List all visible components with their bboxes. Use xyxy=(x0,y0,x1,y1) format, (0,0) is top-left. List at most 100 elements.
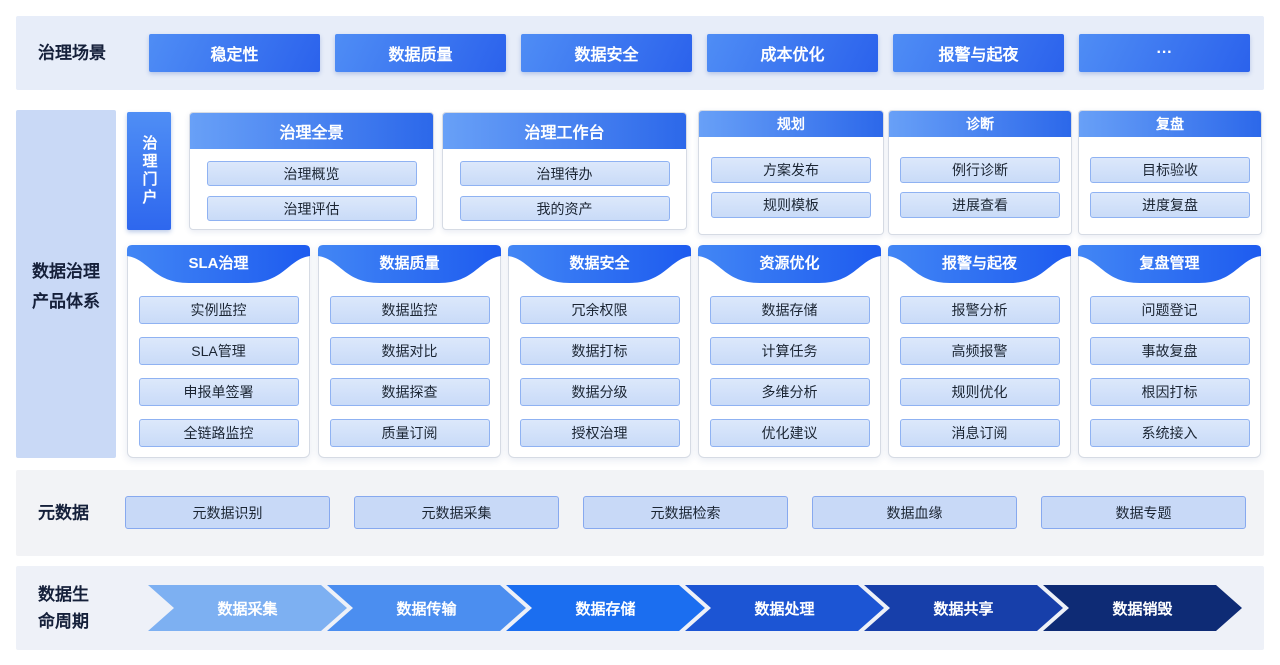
card-governance-overview: 治理全景 治理概览 治理评估 xyxy=(189,112,434,230)
scenario-button-stability[interactable]: 稳定性 xyxy=(149,34,320,72)
metadata-button-row: 元数据识别 元数据采集 元数据检索 数据血缘 数据专题 xyxy=(125,496,1246,529)
metadata-button-collection[interactable]: 元数据采集 xyxy=(354,496,559,529)
item-incident-review[interactable]: 事故复盘 xyxy=(1089,337,1250,365)
module-body: 报警分析 高频报警 规则优化 消息订阅 xyxy=(889,296,1070,447)
item-multidimensional-analysis[interactable]: 多维分析 xyxy=(709,378,870,406)
module-body: 冗余权限 数据打标 数据分级 授权治理 xyxy=(509,296,690,447)
module-body: 实例监控 SLA管理 申报单签署 全链路监控 xyxy=(128,296,309,447)
item-governance-assessment[interactable]: 治理评估 xyxy=(206,196,417,221)
item-rule-optimization[interactable]: 规则优化 xyxy=(899,378,1060,406)
lifecycle-label-line2: 命周期 xyxy=(38,612,89,631)
card-diagnosis-body: 例行诊断 进展查看 xyxy=(889,137,1071,218)
item-data-storage[interactable]: 数据存储 xyxy=(709,296,870,324)
item-instance-monitoring[interactable]: 实例监控 xyxy=(138,296,299,324)
card-review: 复盘 目标验收 进度复盘 xyxy=(1078,110,1262,235)
item-plan-publish[interactable]: 方案发布 xyxy=(711,157,871,183)
chevron-data-transfer: 数据传输 xyxy=(327,585,526,631)
item-goal-acceptance[interactable]: 目标验收 xyxy=(1090,157,1250,183)
module-body: 数据存储 计算任务 多维分析 优化建议 xyxy=(699,296,880,447)
scenario-button-cost-optimization[interactable]: 成本优化 xyxy=(707,34,878,72)
module-card-data-security: 数据安全 冗余权限 数据打标 数据分级 授权治理 xyxy=(508,245,691,458)
card-governance-overview-body: 治理概览 治理评估 xyxy=(190,149,433,221)
scenario-button-more[interactable]: ··· xyxy=(1079,34,1250,72)
card-governance-workbench-header: 治理工作台 xyxy=(443,113,686,149)
item-alert-analysis[interactable]: 报警分析 xyxy=(899,296,1060,324)
lifecycle-band-label: 数据生 命周期 xyxy=(38,581,89,635)
item-system-access[interactable]: 系统接入 xyxy=(1089,419,1250,447)
module-card-sla-governance: SLA治理 实例监控 SLA管理 申报单签署 全链路监控 xyxy=(127,245,310,458)
chevron-data-destruction: 数据销毁 xyxy=(1043,585,1242,631)
module-title: 复盘管理 xyxy=(1139,255,1200,272)
item-redundant-permissions[interactable]: 冗余权限 xyxy=(519,296,680,324)
card-governance-workbench: 治理工作台 治理待办 我的资产 xyxy=(442,112,687,230)
item-data-tagging[interactable]: 数据打标 xyxy=(519,337,680,365)
product-system-label-line1: 数据治理 xyxy=(32,261,100,281)
metadata-button-topics[interactable]: 数据专题 xyxy=(1041,496,1246,529)
item-full-link-monitoring[interactable]: 全链路监控 xyxy=(138,419,299,447)
module-card-review-management: 复盘管理 问题登记 事故复盘 根因打标 系统接入 xyxy=(1078,245,1261,458)
governance-portal-tab[interactable]: 治理门户 xyxy=(127,112,171,230)
card-diagnosis-header: 诊断 xyxy=(889,111,1071,137)
module-title: 报警与起夜 xyxy=(941,255,1017,272)
item-root-cause-tagging[interactable]: 根因打标 xyxy=(1089,378,1250,406)
scenarios-band-label: 治理场景 xyxy=(38,43,106,63)
chevron-data-storage: 数据存储 xyxy=(506,585,705,631)
chevron-data-collection: 数据采集 xyxy=(148,585,347,631)
item-high-frequency-alerts[interactable]: 高频报警 xyxy=(899,337,1060,365)
module-title: 数据质量 xyxy=(379,255,440,272)
item-compute-tasks[interactable]: 计算任务 xyxy=(709,337,870,365)
item-authorization-governance[interactable]: 授权治理 xyxy=(519,419,680,447)
metadata-button-search[interactable]: 元数据检索 xyxy=(583,496,788,529)
module-card-alerting: 报警与起夜 报警分析 高频报警 规则优化 消息订阅 xyxy=(888,245,1071,458)
scenario-button-row: 稳定性 数据质量 数据安全 成本优化 报警与起夜 ··· xyxy=(149,34,1250,72)
item-data-profiling[interactable]: 数据探查 xyxy=(329,378,490,406)
item-data-classification[interactable]: 数据分级 xyxy=(519,378,680,406)
card-review-header: 复盘 xyxy=(1079,111,1261,137)
chevron-data-sharing: 数据共享 xyxy=(864,585,1063,631)
item-progress-review[interactable]: 进度复盘 xyxy=(1090,192,1250,218)
item-issue-registration[interactable]: 问题登记 xyxy=(1089,296,1250,324)
card-planning: 规划 方案发布 规则模板 xyxy=(698,110,884,235)
metadata-band: 元数据 元数据识别 元数据采集 元数据检索 数据血缘 数据专题 xyxy=(16,470,1264,556)
lifecycle-flow: 数据采集 数据传输 数据存储 数据处理 数据共享 数据销毁 xyxy=(148,585,1242,631)
item-progress-view[interactable]: 进展查看 xyxy=(900,192,1060,218)
ribbon-banner-icon: SLA治理 xyxy=(127,245,310,285)
metadata-button-identification[interactable]: 元数据识别 xyxy=(125,496,330,529)
module-title: SLA治理 xyxy=(188,255,249,272)
scenarios-band: 治理场景 稳定性 数据质量 数据安全 成本优化 报警与起夜 ··· xyxy=(16,16,1264,90)
module-body: 问题登记 事故复盘 根因打标 系统接入 xyxy=(1079,296,1260,447)
lifecycle-label-line1: 数据生 xyxy=(38,585,89,604)
ribbon-banner-icon: 资源优化 xyxy=(698,245,881,285)
product-system-label-line2: 产品体系 xyxy=(32,291,100,311)
item-governance-todo[interactable]: 治理待办 xyxy=(459,161,670,186)
item-data-monitoring[interactable]: 数据监控 xyxy=(329,296,490,324)
card-governance-overview-header: 治理全景 xyxy=(190,113,433,149)
scenario-button-alerting[interactable]: 报警与起夜 xyxy=(893,34,1064,72)
ribbon-banner-icon: 数据安全 xyxy=(508,245,691,285)
card-planning-body: 方案发布 规则模板 xyxy=(699,137,883,218)
metadata-band-label: 元数据 xyxy=(38,503,89,523)
item-data-comparison[interactable]: 数据对比 xyxy=(329,337,490,365)
item-message-subscription[interactable]: 消息订阅 xyxy=(899,419,1060,447)
card-diagnosis: 诊断 例行诊断 进展查看 xyxy=(888,110,1072,235)
item-optimization-suggestions[interactable]: 优化建议 xyxy=(709,419,870,447)
ribbon-banner-icon: 数据质量 xyxy=(318,245,501,285)
item-declaration-signing[interactable]: 申报单签署 xyxy=(138,378,299,406)
item-my-assets[interactable]: 我的资产 xyxy=(459,196,670,221)
module-card-resource-optimization: 资源优化 数据存储 计算任务 多维分析 优化建议 xyxy=(698,245,881,458)
item-governance-overview[interactable]: 治理概览 xyxy=(206,161,417,186)
lifecycle-band: 数据生 命周期 数据采集 数据传输 数据存储 数据处理 数据共享 数据销毁 xyxy=(16,566,1264,650)
metadata-button-lineage[interactable]: 数据血缘 xyxy=(812,496,1017,529)
module-body: 数据监控 数据对比 数据探查 质量订阅 xyxy=(319,296,500,447)
item-quality-subscription[interactable]: 质量订阅 xyxy=(329,419,490,447)
chevron-data-processing: 数据处理 xyxy=(685,585,884,631)
card-review-body: 目标验收 进度复盘 xyxy=(1079,137,1261,218)
card-governance-workbench-body: 治理待办 我的资产 xyxy=(443,149,686,221)
scenario-button-data-quality[interactable]: 数据质量 xyxy=(335,34,506,72)
card-planning-header: 规划 xyxy=(699,111,883,137)
scenario-button-data-security[interactable]: 数据安全 xyxy=(521,34,692,72)
item-sla-management[interactable]: SLA管理 xyxy=(138,337,299,365)
item-routine-diagnosis[interactable]: 例行诊断 xyxy=(900,157,1060,183)
item-rule-template[interactable]: 规则模板 xyxy=(711,192,871,218)
